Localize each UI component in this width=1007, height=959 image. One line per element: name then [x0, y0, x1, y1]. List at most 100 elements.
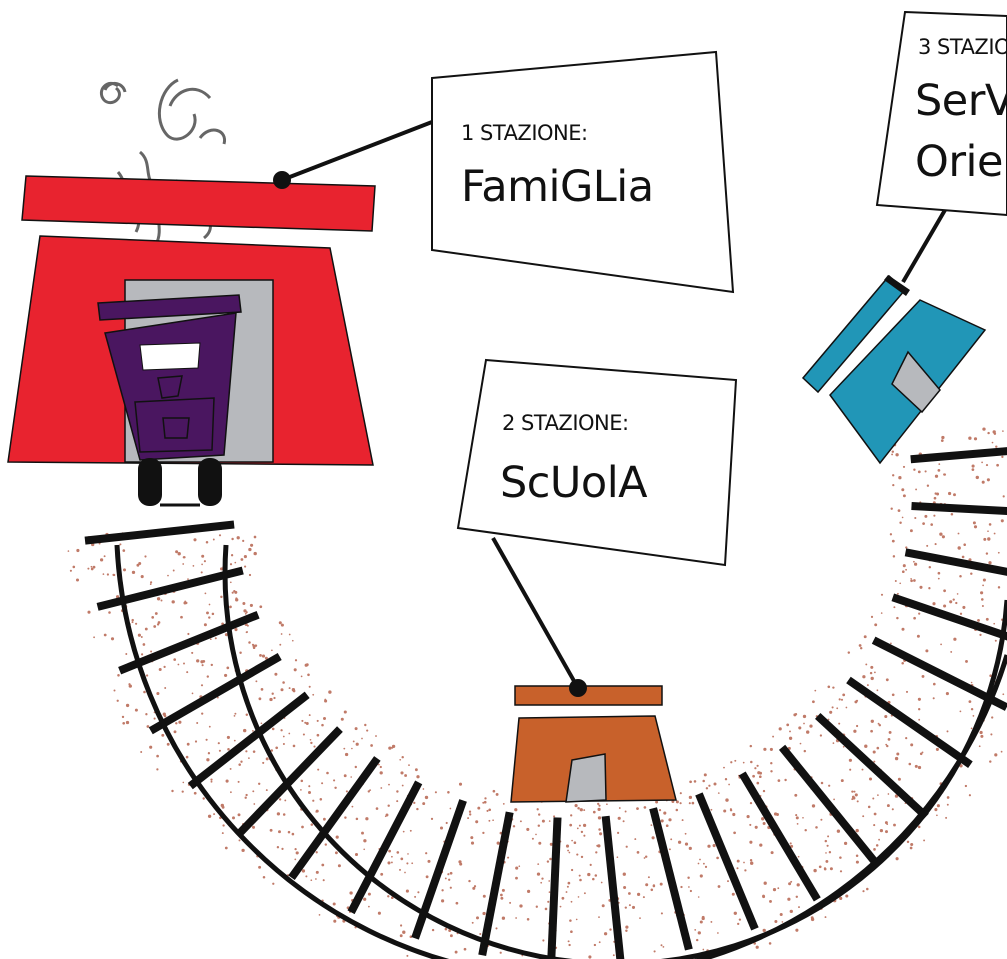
gravel-dot [710, 920, 713, 923]
gravel-dot [406, 862, 409, 865]
gravel-dot [933, 514, 936, 517]
gravel-dot [192, 565, 195, 567]
gravel-dot [265, 757, 269, 761]
gravel-dot [943, 473, 947, 476]
gravel-dot [708, 784, 711, 787]
gravel-dot [789, 842, 792, 845]
gravel-dot [315, 811, 318, 813]
gravel-dot [548, 820, 551, 822]
gravel-dot [400, 924, 403, 927]
gravel-dot [919, 752, 923, 756]
gravel-dot [218, 534, 222, 537]
gravel-dot [477, 806, 481, 810]
gravel-dot [135, 622, 138, 625]
gravel-dot [173, 658, 177, 661]
gravel-dot [287, 830, 291, 834]
gravel-dot [278, 830, 281, 834]
gravel-dot [973, 525, 978, 529]
track-tie [846, 676, 973, 768]
gravel-dot [901, 661, 904, 665]
gravel-dot [333, 779, 336, 782]
gravel-dot [248, 757, 250, 759]
gravel-dot [777, 779, 781, 782]
gravel-dot [919, 585, 923, 589]
gravel-dot [281, 847, 284, 851]
gravel-dot [196, 659, 200, 663]
gravel-dot [689, 780, 692, 784]
gravel-dot [110, 637, 115, 641]
gravel-dot [864, 744, 868, 748]
gravel-dot [583, 834, 586, 837]
gravel-dot [321, 863, 325, 867]
gravel-dot [577, 807, 580, 810]
gravel-dot [939, 532, 943, 536]
gravel-dot [455, 901, 459, 905]
gravel-dot [917, 825, 921, 829]
gravel-dot [363, 848, 366, 851]
gravel-dot [154, 612, 158, 615]
gravel-dot [815, 826, 818, 829]
gravel-dot [851, 795, 855, 799]
gravel-dot [918, 612, 921, 615]
gravel-dot [914, 764, 918, 768]
gravel-dot [400, 857, 404, 861]
gravel-dot [938, 463, 941, 465]
gravel-dot [798, 906, 800, 909]
gravel-dot [897, 509, 901, 512]
gravel-dot [934, 492, 937, 495]
gravel-dot [125, 703, 130, 708]
gravel-dot [597, 802, 600, 806]
gravel-dot [993, 532, 996, 535]
gravel-dot [278, 621, 282, 625]
gravel-dot [255, 680, 258, 683]
gravel-dot [987, 530, 989, 533]
gravel-dot [204, 592, 207, 595]
gravel-dot [762, 822, 766, 825]
gravel-dot [936, 492, 940, 496]
gravel-dot [688, 846, 692, 851]
gravel-dot [892, 483, 895, 487]
gravel-dot [953, 493, 956, 497]
gravel-dot [509, 901, 512, 904]
gravel-dot [323, 817, 326, 821]
gravel-dot [770, 762, 773, 765]
gravel-dot [292, 689, 296, 693]
gravel-dot [730, 761, 733, 764]
gravel-dot [809, 724, 813, 728]
gravel-dot [227, 748, 230, 751]
gravel-dot [224, 633, 228, 637]
gravel-dot [997, 586, 1001, 589]
gravel-dot [567, 881, 571, 885]
gravel-dot [843, 841, 848, 846]
gravel-dot [819, 734, 823, 737]
gravel-dot [229, 581, 232, 584]
gravel-dot [763, 747, 767, 751]
gravel-dot [549, 857, 552, 861]
gravel-dot [945, 692, 949, 696]
gravel-dot [379, 765, 382, 769]
gravel-dot [582, 823, 587, 828]
gravel-dot [733, 911, 737, 915]
gravel-dot [926, 484, 930, 487]
gravel-dot [344, 752, 349, 757]
gravel-dot [763, 881, 767, 885]
gravel-dot [1002, 693, 1005, 696]
gravel-dot [836, 829, 841, 833]
gravel-dot [567, 849, 570, 852]
gravel-dot [1002, 430, 1004, 432]
gravel-dot [758, 775, 762, 779]
gravel-dot [207, 814, 212, 818]
gravel-dot [872, 797, 875, 800]
gravel-dot [541, 819, 545, 823]
gravel-dot [652, 884, 656, 887]
gravel-dot [253, 803, 256, 805]
gravel-dot [316, 719, 319, 722]
gravel-dot [143, 690, 146, 694]
gravel-dot [948, 491, 952, 496]
gravel-dot [979, 730, 983, 735]
gravel-dot [670, 838, 673, 841]
gravel-dot [832, 686, 835, 689]
gravel-dot [897, 777, 901, 781]
gravel-dot [322, 879, 325, 882]
gravel-dot [803, 749, 807, 753]
